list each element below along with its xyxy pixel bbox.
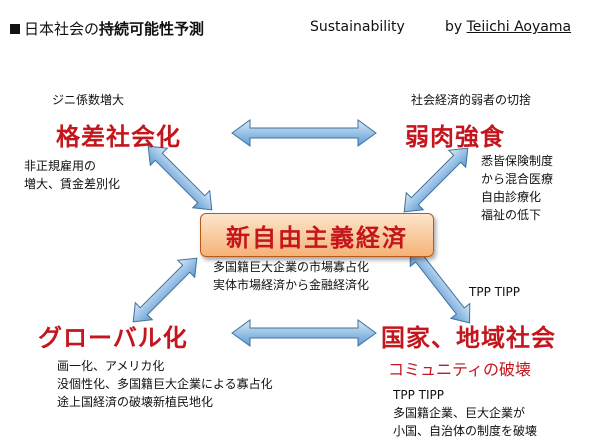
detail-line: 没個性化、多国籍巨大企業による寡占化 [57,377,273,391]
arrow-diagonal-top-left [147,145,213,211]
arrow-diagonal-bottom-left [132,257,198,323]
caption-line: 実体市場経済から金融経済化 [213,278,370,292]
caption-line: 多国籍巨大企業の市場寡占化 [213,260,370,274]
detail-line: 多国籍企業、巨大企業が [393,406,526,420]
author-name: Teiichi Aoyama [466,19,572,35]
detail-line: 福祉の低下 [481,208,542,222]
tpp-note: TPP TIPP [469,285,520,299]
top-right-details: 悉皆保険制度 から混合医療 自由診療化 福祉の低下 [481,152,553,224]
center-caption: 多国籍巨大企業の市場寡占化 実体市場経済から金融経済化 [213,258,369,294]
page-title: 日本社会の持続可能性予測 [10,18,204,39]
author-line: by Teiichi Aoyama [445,19,571,35]
title-prefix: 日本社会の [24,20,100,38]
detail-line: 途上国経済の破壊新植民地化 [57,395,214,409]
english-subtitle: Sustainability [310,19,405,35]
detail-line: 増大、賃金差別化 [24,177,121,191]
weak-cut-note: 社会経済的弱者の切捨 [411,93,532,107]
neoliberal-economy-box: 新自由主義経済 [200,213,434,257]
top-left-title: 格差社会化 [56,123,181,151]
detail-line: TPP TIPP [393,388,444,402]
gini-note: ジニ係数増大 [52,93,125,107]
arrow-diagonal-top-right [403,147,469,213]
bottom-right-subtitle: コミュニティの破壊 [388,360,532,379]
detail-line: 自由診療化 [481,190,542,204]
title-main: 持続可能性予測 [99,20,205,38]
square-bullet-icon [10,24,20,34]
detail-line: 小国、自治体の制度を破壊 [393,424,538,438]
detail-line: から混合医療 [481,172,554,186]
arrow-bottom-horizontal [231,319,377,347]
arrow-top-horizontal [231,119,377,147]
bottom-left-details: 画一化、アメリカ化 没個性化、多国籍巨大企業による寡占化 途上国経済の破壊新植民… [57,357,273,411]
detail-line: 悉皆保険制度 [481,154,554,168]
top-left-details: 非正規雇用の 増大、賃金差別化 [24,157,120,193]
detail-line: 画一化、アメリカ化 [57,359,165,373]
center-label: 新自由主義経済 [226,223,408,252]
by-label: by [445,19,463,35]
bottom-left-title: グローバル化 [38,324,188,352]
bottom-right-details: TPP TIPP 多国籍企業、巨大企業が 小国、自治体の制度を破壊 [393,386,537,440]
top-right-title: 弱肉強食 [405,123,505,151]
detail-line: 非正規雇用の [24,159,97,173]
bottom-right-title: 国家、地域社会 [381,324,556,352]
